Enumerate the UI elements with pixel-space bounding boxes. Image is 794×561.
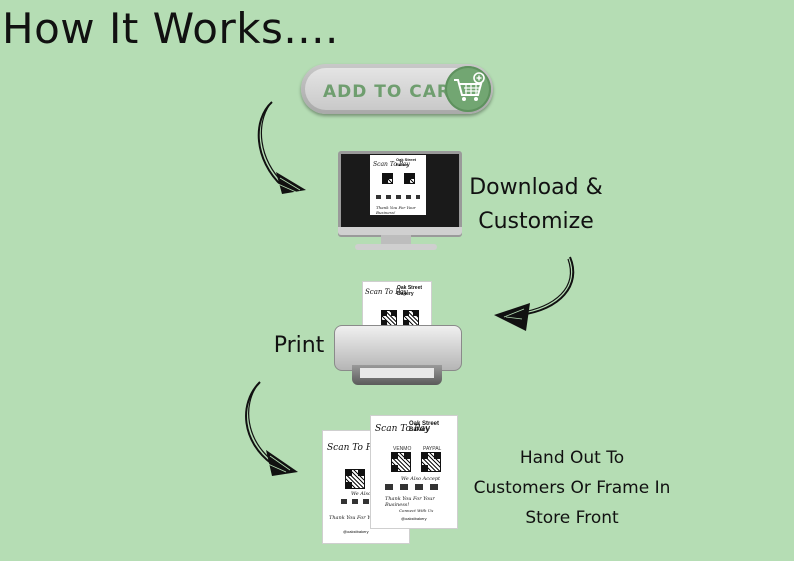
card-pay-label-2: PAYPAL: [423, 446, 442, 452]
step-handout-line2: Customers Or Frame In: [473, 478, 671, 498]
step-download-line2: Customize: [478, 209, 594, 234]
qr-code-icon: [421, 452, 441, 472]
step-handout-text: Hand Out To Customers Or Frame In Store …: [462, 443, 682, 533]
step-download-line1: Download &: [469, 175, 603, 200]
scribble-arrow-icon: [494, 256, 575, 331]
card-handle: @oakstbakery: [401, 516, 427, 521]
handout-card-front: Scan To Pay Oak Street Bakery VENMO PAYP…: [370, 415, 458, 529]
qr-code-icon: [391, 452, 411, 472]
scribble-arrow-icon: [245, 381, 298, 476]
card-pay-label-1: VENMO: [393, 446, 412, 452]
card-business-name: Oak Street Bakery: [409, 421, 440, 433]
qr-code-icon: [404, 173, 415, 184]
monitor-base: [355, 244, 437, 250]
screen-thanks-line: Thank You For Your Business!: [376, 205, 416, 215]
add-to-cart-label: ADD TO CART: [323, 82, 463, 102]
card-back-handle: @oakstbakery: [343, 529, 369, 534]
payment-icons-row: [341, 499, 383, 504]
step-download-text: Download & Customize: [462, 171, 610, 239]
card-thanks-line: Thank You For Your Business!: [385, 496, 435, 508]
step-print-text: Print: [273, 333, 325, 358]
shopping-cart-add-icon: [445, 66, 491, 112]
qr-code-icon: [403, 310, 419, 326]
printer-output-slot: [360, 368, 434, 378]
step-handout-line1: Hand Out To: [519, 448, 625, 468]
qr-code-icon: [382, 173, 393, 184]
screen-document-preview: Scan To Pay Oak Street Bakery Thank You …: [370, 155, 426, 215]
card-back-thanks-line: Thank You For Your Business!: [329, 515, 405, 521]
payment-icons-row: [385, 484, 443, 490]
scribble-arrow-icon: [257, 101, 306, 194]
monitor-chin: [338, 227, 462, 235]
page-title: How It Works....: [2, 4, 339, 53]
screen-script-heading: Scan To Pay: [373, 161, 410, 168]
step-handout-line3: Store Front: [525, 508, 619, 528]
screen-business-name: Oak Street Bakery: [396, 157, 417, 167]
card-accepted-line: We Also Accept: [401, 476, 441, 482]
card-back-script-heading: Scan To Pay: [327, 443, 382, 453]
card-script-heading: Scan To Pay: [375, 424, 430, 434]
add-to-cart-button[interactable]: ADD TO CART: [301, 64, 493, 114]
payment-icons-row: [376, 195, 420, 199]
monitor-stand: [381, 235, 411, 245]
qr-code-icon: [345, 469, 365, 489]
qr-code-icon: [381, 310, 397, 326]
print-script-heading: Scan To Pay: [365, 288, 408, 296]
print-business-name: Oak Street Bakery: [397, 285, 423, 297]
card-connect-line: Connect With Us: [399, 508, 434, 513]
